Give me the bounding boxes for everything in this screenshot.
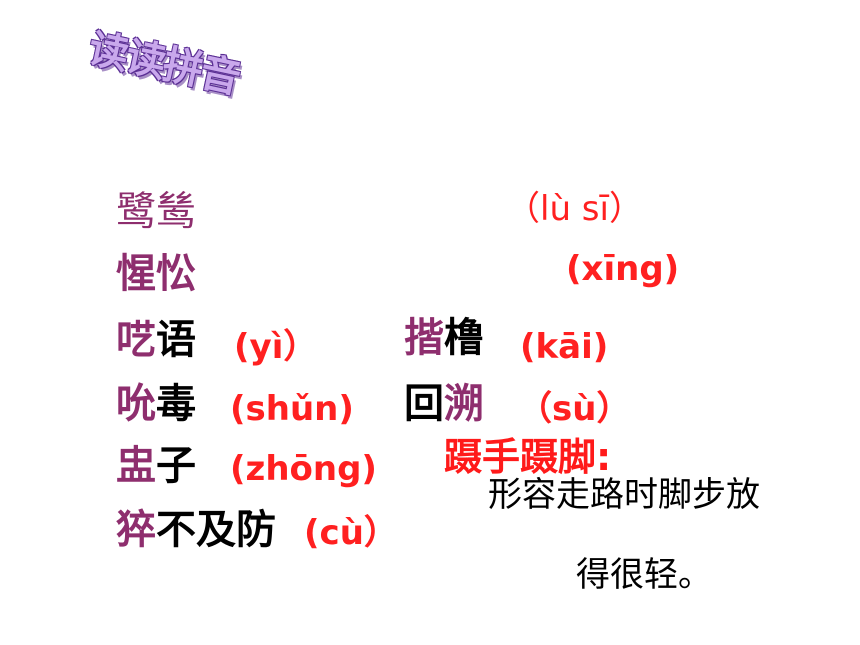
word-rest: 毒: [156, 381, 196, 427]
pinyin-row-4: (shǔn): [230, 389, 354, 429]
word-row-2: 惺忪: [116, 254, 196, 294]
word-rest: 子: [156, 443, 196, 489]
word-highlight: 猝: [116, 507, 156, 553]
word-row-1: 鹭鸶: [116, 192, 196, 232]
pinyin-row-1: （lù sī）: [506, 189, 643, 229]
word-highlight: 盅: [116, 443, 156, 489]
idiom-definition-line1: 形容走路时脚步放: [488, 475, 760, 515]
pinyin-row-2: (xīng): [566, 249, 680, 289]
word-row-3: 呓语: [116, 320, 196, 360]
pinyin-row-3: (yì）: [234, 327, 318, 367]
word-right-1: 揩橹: [404, 318, 484, 358]
idiom-term: 蹑手蹑脚:: [444, 435, 612, 479]
word-rest: 语: [156, 317, 196, 363]
word-highlight: 揩: [404, 315, 444, 361]
word-highlight: 吮: [116, 381, 156, 427]
title-wordart: 读读拼音: [84, 16, 245, 104]
word-rest: 回: [404, 381, 444, 427]
word-highlight: 溯: [444, 381, 484, 427]
word-row-5: 盅子: [116, 446, 196, 486]
word-rest: 不及防: [156, 507, 276, 553]
word-right-2: 回溯: [404, 384, 484, 424]
pinyin-right-1: (kāi): [520, 327, 609, 367]
idiom-definition-line2: 得很轻。: [576, 555, 712, 595]
word-row-6: 猝不及防: [116, 510, 276, 550]
word-highlight: 呓: [116, 317, 156, 363]
pinyin-right-2: （sù）: [518, 389, 631, 429]
word-rest: 橹: [444, 315, 484, 361]
pinyin-row-6: (cù）: [304, 513, 398, 553]
pinyin-row-5: (zhōng): [230, 449, 377, 489]
word-row-4: 吮毒: [116, 384, 196, 424]
word-highlight: 鹭鸶: [116, 189, 196, 235]
word-highlight: 惺忪: [116, 251, 196, 297]
page-title: 读读拼音: [84, 25, 243, 103]
